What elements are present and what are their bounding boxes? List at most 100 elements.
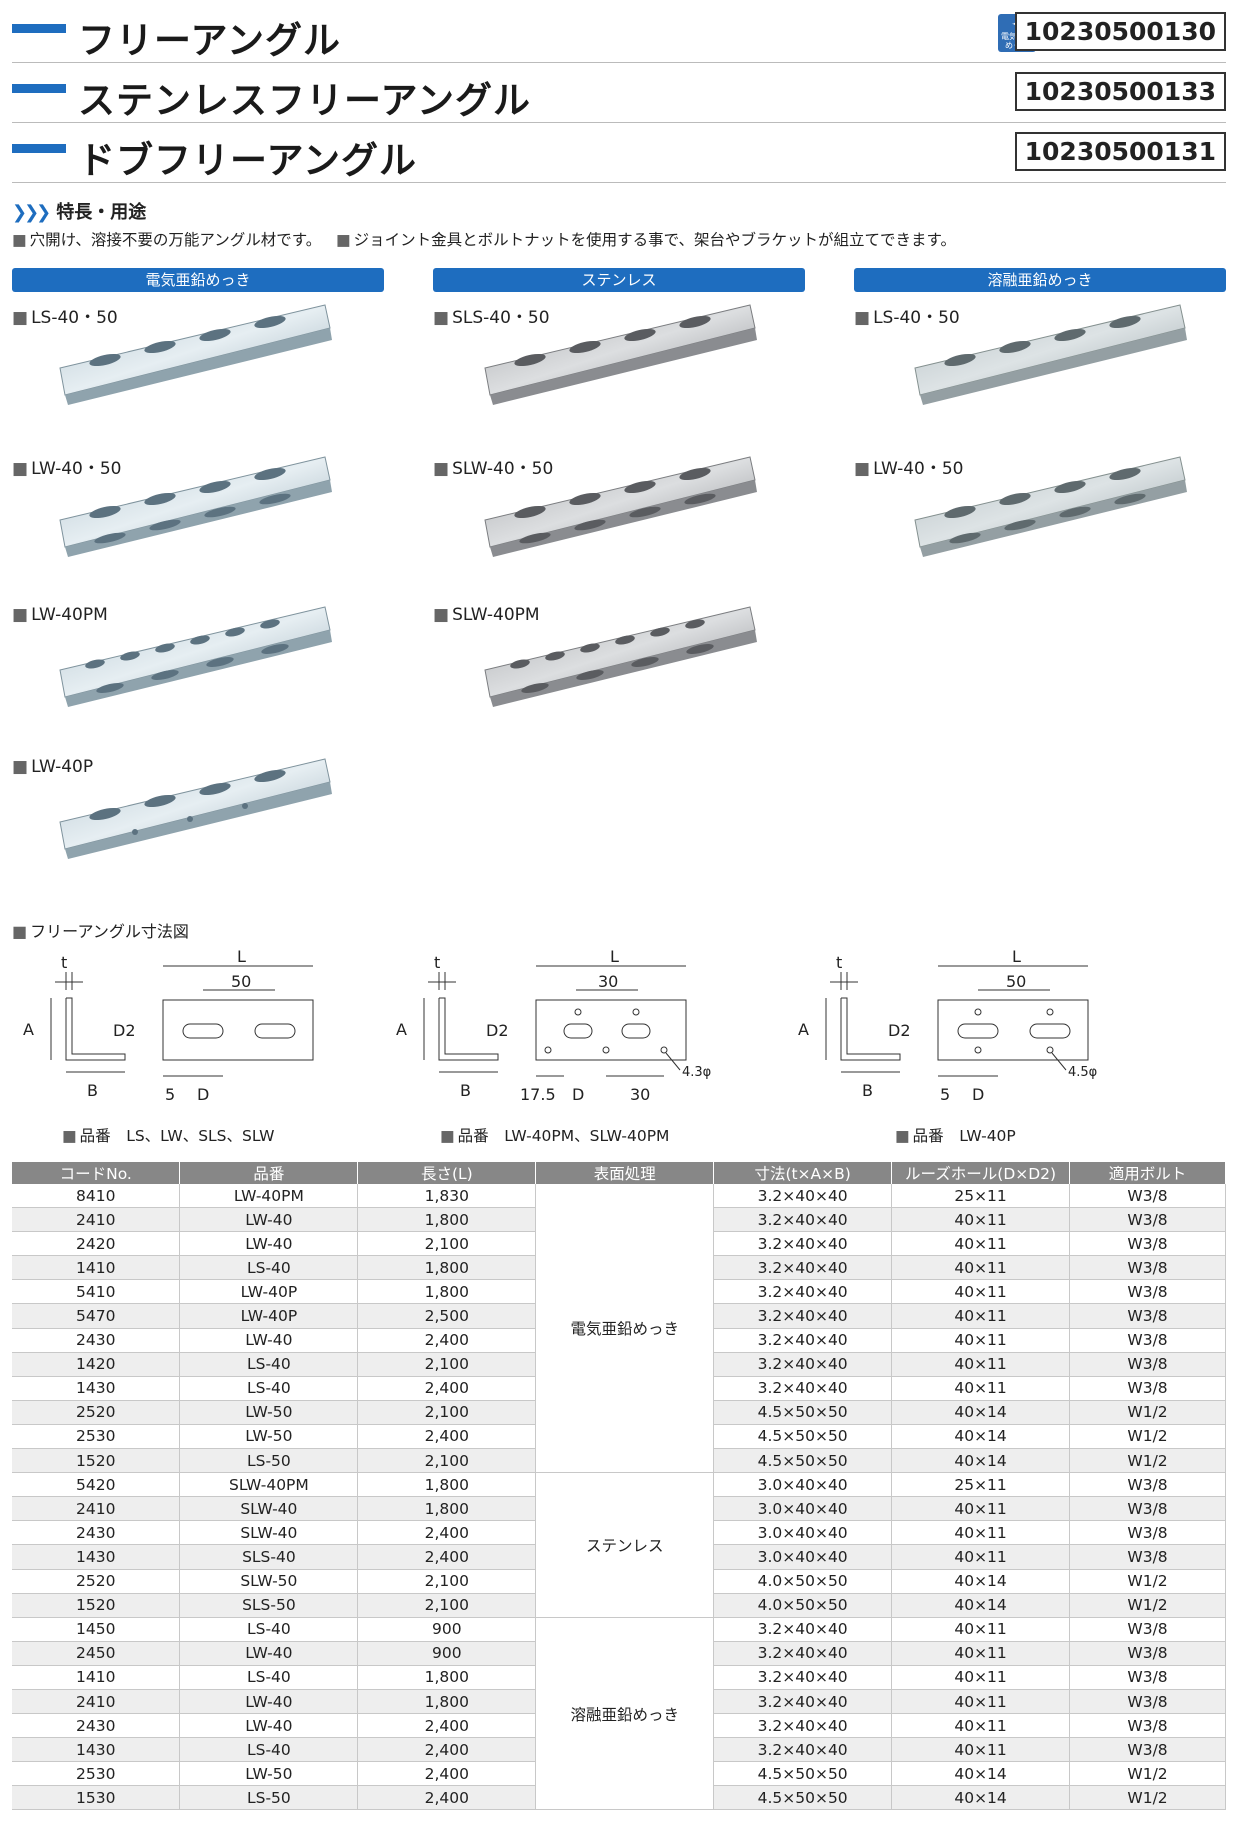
table-cell: 1,800	[357, 1496, 537, 1522]
table-cell: 3.2×40×40	[713, 1207, 893, 1233]
table-cell: SLS-50	[179, 1593, 359, 1618]
angle-product-image	[914, 304, 1187, 405]
table-cell: 1410	[12, 1665, 181, 1690]
table-cell: 4.5×50×50	[713, 1448, 893, 1474]
spec-table: コードNo.品番長さ(L)表面処理寸法(t×A×B)ルーズホール(D×D2)適用…	[12, 1162, 1226, 1811]
dimension-diagram-2: t A B L 30 D2 17.5 D 30 4.3φ	[396, 950, 711, 1104]
angle-product-image	[484, 304, 757, 405]
table-cell: 2,100	[357, 1569, 537, 1594]
table-cell: 3.0×40×40	[713, 1520, 893, 1546]
chevron-right-icon: ❯❯❯	[12, 202, 51, 223]
table-cell: 40×14	[891, 1400, 1071, 1425]
table-cell: 3.2×40×40	[713, 1184, 893, 1209]
table-cell: 2430	[12, 1713, 181, 1739]
table-cell: LW-40	[179, 1328, 359, 1353]
bullet-square-icon: ■	[12, 231, 27, 249]
table-cell: 40×14	[891, 1569, 1071, 1594]
page-title: ステンレスフリーアングル	[78, 79, 532, 122]
column-header: コードNo.	[12, 1162, 181, 1184]
table-cell: 4.5×50×50	[713, 1400, 893, 1425]
table-cell: W3/8	[1069, 1713, 1226, 1739]
table-cell: 40×11	[891, 1496, 1071, 1522]
dim-label-b: B	[460, 1081, 471, 1100]
table-cell: 40×11	[891, 1689, 1071, 1715]
table-cell: 2410	[12, 1496, 181, 1522]
dim-pitch2: 30	[630, 1085, 650, 1104]
dim-label-5: 5	[940, 1085, 950, 1104]
table-cell: 4.5×50×50	[713, 1424, 893, 1450]
table-cell: 40×14	[891, 1424, 1071, 1450]
table-cell: LW-40P	[179, 1303, 359, 1329]
angle-product-image	[59, 758, 332, 859]
product-code: 10230500131	[1014, 132, 1226, 171]
dimension-diagram-1: t A B L 50 D2 5 D	[23, 950, 314, 1104]
table-cell: 40×11	[891, 1352, 1071, 1377]
table-cell: SLW-40PM	[179, 1472, 359, 1498]
angle-product-image	[59, 304, 332, 405]
table-cell: W3/8	[1069, 1617, 1226, 1642]
table-cell: 40×14	[891, 1785, 1071, 1811]
dim-label-d: D	[572, 1085, 584, 1104]
product-code: 10230500133	[1014, 72, 1226, 111]
table-cell: 25×11	[891, 1472, 1071, 1498]
table-cell: 2,100	[357, 1400, 537, 1425]
angle-product-image	[914, 456, 1187, 557]
table-cell: 2,400	[357, 1328, 537, 1353]
table-cell: W3/8	[1069, 1641, 1226, 1666]
table-cell: 2520	[12, 1569, 181, 1594]
dimension-diagram-3: t A B L 50 D2 5 D 4.5φ	[798, 950, 1097, 1104]
table-cell: 1,830	[357, 1184, 537, 1209]
table-cell: 2530	[12, 1761, 181, 1787]
diagram-caption: ■品番 LW-40P	[895, 1127, 1016, 1145]
table-cell: SLS-40	[179, 1544, 359, 1570]
table-cell: W3/8	[1069, 1472, 1226, 1498]
table-cell: 40×11	[891, 1641, 1071, 1666]
table-cell: 2520	[12, 1400, 181, 1425]
table-cell: LW-40	[179, 1231, 359, 1257]
dim-pitch: 30	[598, 972, 618, 991]
dim-label-l: L	[237, 950, 246, 966]
angle-product-image	[484, 456, 757, 557]
table-cell: 2,100	[357, 1593, 537, 1618]
table-cell: LW-40PM	[179, 1184, 359, 1209]
diagram-caption: ■品番 LW-40PM、SLW-40PM	[440, 1127, 670, 1145]
product-label: ■LW-40P	[12, 757, 94, 777]
table-cell: 2,400	[357, 1520, 537, 1546]
table-cell: LS-40	[179, 1617, 359, 1642]
angle-product-image	[59, 606, 332, 707]
table-cell: 1520	[12, 1448, 181, 1474]
bullet-square-icon: ■	[336, 231, 351, 249]
dim-label-5: 5	[165, 1085, 175, 1104]
page-title: ドブフリーアングル	[78, 139, 418, 182]
table-cell: 40×11	[891, 1231, 1071, 1257]
table-cell: LS-40	[179, 1665, 359, 1690]
table-cell: 2,400	[357, 1544, 537, 1570]
table-cell: 1,800	[357, 1689, 537, 1715]
table-cell: 900	[357, 1617, 537, 1642]
table-cell: 3.2×40×40	[713, 1328, 893, 1353]
table-cell: 25×11	[891, 1184, 1071, 1209]
table-cell: 1410	[12, 1255, 181, 1281]
table-cell: W3/8	[1069, 1184, 1226, 1209]
table-cell: W3/8	[1069, 1376, 1226, 1401]
table-cell: 2,500	[357, 1303, 537, 1329]
table-cell: 3.2×40×40	[713, 1641, 893, 1666]
table-cell: 40×14	[891, 1761, 1071, 1787]
table-cell: LW-40	[179, 1689, 359, 1715]
table-cell: W1/2	[1069, 1761, 1226, 1787]
product-label: ■LS-40・50	[12, 308, 118, 328]
table-cell: W3/8	[1069, 1328, 1226, 1353]
table-cell: W3/8	[1069, 1303, 1226, 1329]
table-cell: 3.0×40×40	[713, 1472, 893, 1498]
feature-item: ジョイント金具とボルトナットを使用する事で、架台やブラケットが組立てできます。	[353, 231, 956, 249]
